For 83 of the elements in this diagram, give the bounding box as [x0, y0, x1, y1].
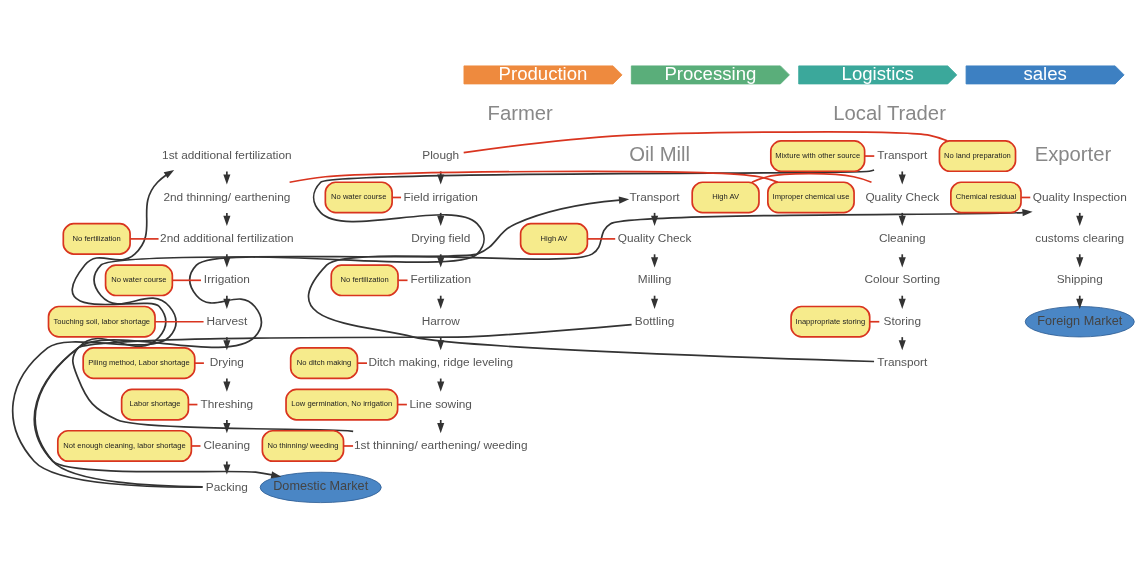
- connector: [154, 320, 205, 323]
- arrow: [898, 170, 906, 185]
- node-box: Low germination, No irrigation: [285, 388, 399, 421]
- node-text: Ditch making, ridge leveling: [368, 354, 514, 369]
- node-text: Shipping: [1056, 271, 1103, 286]
- node-box: No fertilization: [62, 222, 131, 255]
- node-box: Not enough cleaning, labor shortage: [56, 429, 193, 462]
- arrow: [1076, 211, 1084, 226]
- node-text: 1st additional fertilization: [162, 147, 292, 162]
- node-text: customs clearing: [1035, 230, 1125, 245]
- node-box: No ditch making: [289, 346, 359, 379]
- node-text: 2nd additional fertilization: [160, 230, 294, 245]
- connector: [864, 154, 876, 157]
- node-text: 2nd thinning/ earthening: [163, 189, 291, 204]
- arrow: [1076, 252, 1084, 267]
- connector: [586, 237, 617, 240]
- node-box: Labor shortage: [120, 388, 190, 421]
- arrow: [223, 377, 231, 392]
- node-text: Bottling: [634, 313, 675, 328]
- node-box: High AV: [519, 222, 589, 255]
- node-box: Piling method, Labor shortage: [82, 346, 196, 379]
- arrow: [898, 252, 906, 267]
- node-box: No fertilization: [330, 263, 399, 296]
- node-text: Storing: [883, 313, 921, 328]
- node-text: Threshing: [200, 396, 254, 411]
- connector: [869, 320, 881, 323]
- arrow: [223, 170, 231, 185]
- node-box: Inappropriate storing: [790, 305, 871, 338]
- arrow: [437, 294, 445, 309]
- node-text: Irrigation: [203, 271, 250, 286]
- arrow: [1076, 294, 1084, 309]
- arrow: [33, 323, 633, 478]
- node-text: Cleaning: [878, 230, 926, 245]
- node-text: Transport: [877, 354, 928, 369]
- node-text: Quality Check: [865, 189, 940, 204]
- arrow: [437, 418, 445, 433]
- node-text: Fertilization: [410, 271, 471, 286]
- arrow: [898, 335, 906, 350]
- node-box: High AV: [691, 180, 760, 214]
- node-text: Milling: [637, 271, 672, 286]
- connector: [194, 361, 205, 364]
- node-box: Improper chemical use: [767, 180, 855, 214]
- label: Local Trader: [833, 101, 946, 124]
- label: Farmer: [487, 101, 553, 124]
- label: Oil Mill: [629, 142, 691, 165]
- arrow: [898, 294, 906, 309]
- node-text: Cleaning: [203, 437, 251, 452]
- node-box: No water course: [324, 180, 393, 214]
- connector: [751, 172, 873, 183]
- node-box: No water course: [104, 263, 174, 296]
- node-text: Transport: [877, 147, 928, 162]
- arrow: [223, 418, 231, 433]
- connector: [397, 278, 409, 281]
- arrow: [223, 211, 231, 226]
- node-box: Chemical residual: [950, 180, 1022, 214]
- node-text: Colour Sorting: [864, 271, 941, 286]
- node-text: Quality Inspection: [1032, 189, 1127, 204]
- arrow: [71, 169, 354, 432]
- label: Exporter: [1034, 142, 1112, 165]
- node-text: Packing: [205, 479, 248, 494]
- connector: [171, 278, 202, 281]
- node-ellipse: Foreign Market: [1024, 305, 1135, 337]
- node-box: No thinning/ weeding: [261, 429, 345, 462]
- node-text: Line sowing: [409, 396, 472, 411]
- node-box: Mixture with other source: [769, 139, 866, 172]
- node-text: Harvest: [206, 313, 248, 328]
- connector: [356, 361, 368, 364]
- node-box: No land preparation: [938, 139, 1017, 172]
- node-text: Drying field: [411, 230, 471, 245]
- node-text: Quality Check: [617, 230, 692, 245]
- connector: [462, 130, 949, 153]
- arrow: [437, 377, 445, 392]
- connector: [342, 444, 354, 447]
- node-text: Drying: [209, 354, 244, 369]
- node-text: 1st thinning/ earthening/ weeding: [353, 437, 528, 452]
- node-text: Field irrigation: [403, 189, 478, 204]
- arrow: [223, 460, 231, 475]
- node-text: Transport: [629, 189, 680, 204]
- connector: [129, 237, 160, 240]
- node-text: Harrow: [421, 313, 460, 328]
- connector: [190, 444, 202, 447]
- node-text: Plough: [422, 147, 460, 162]
- node-box: Touching soil, labor shortage: [47, 305, 156, 338]
